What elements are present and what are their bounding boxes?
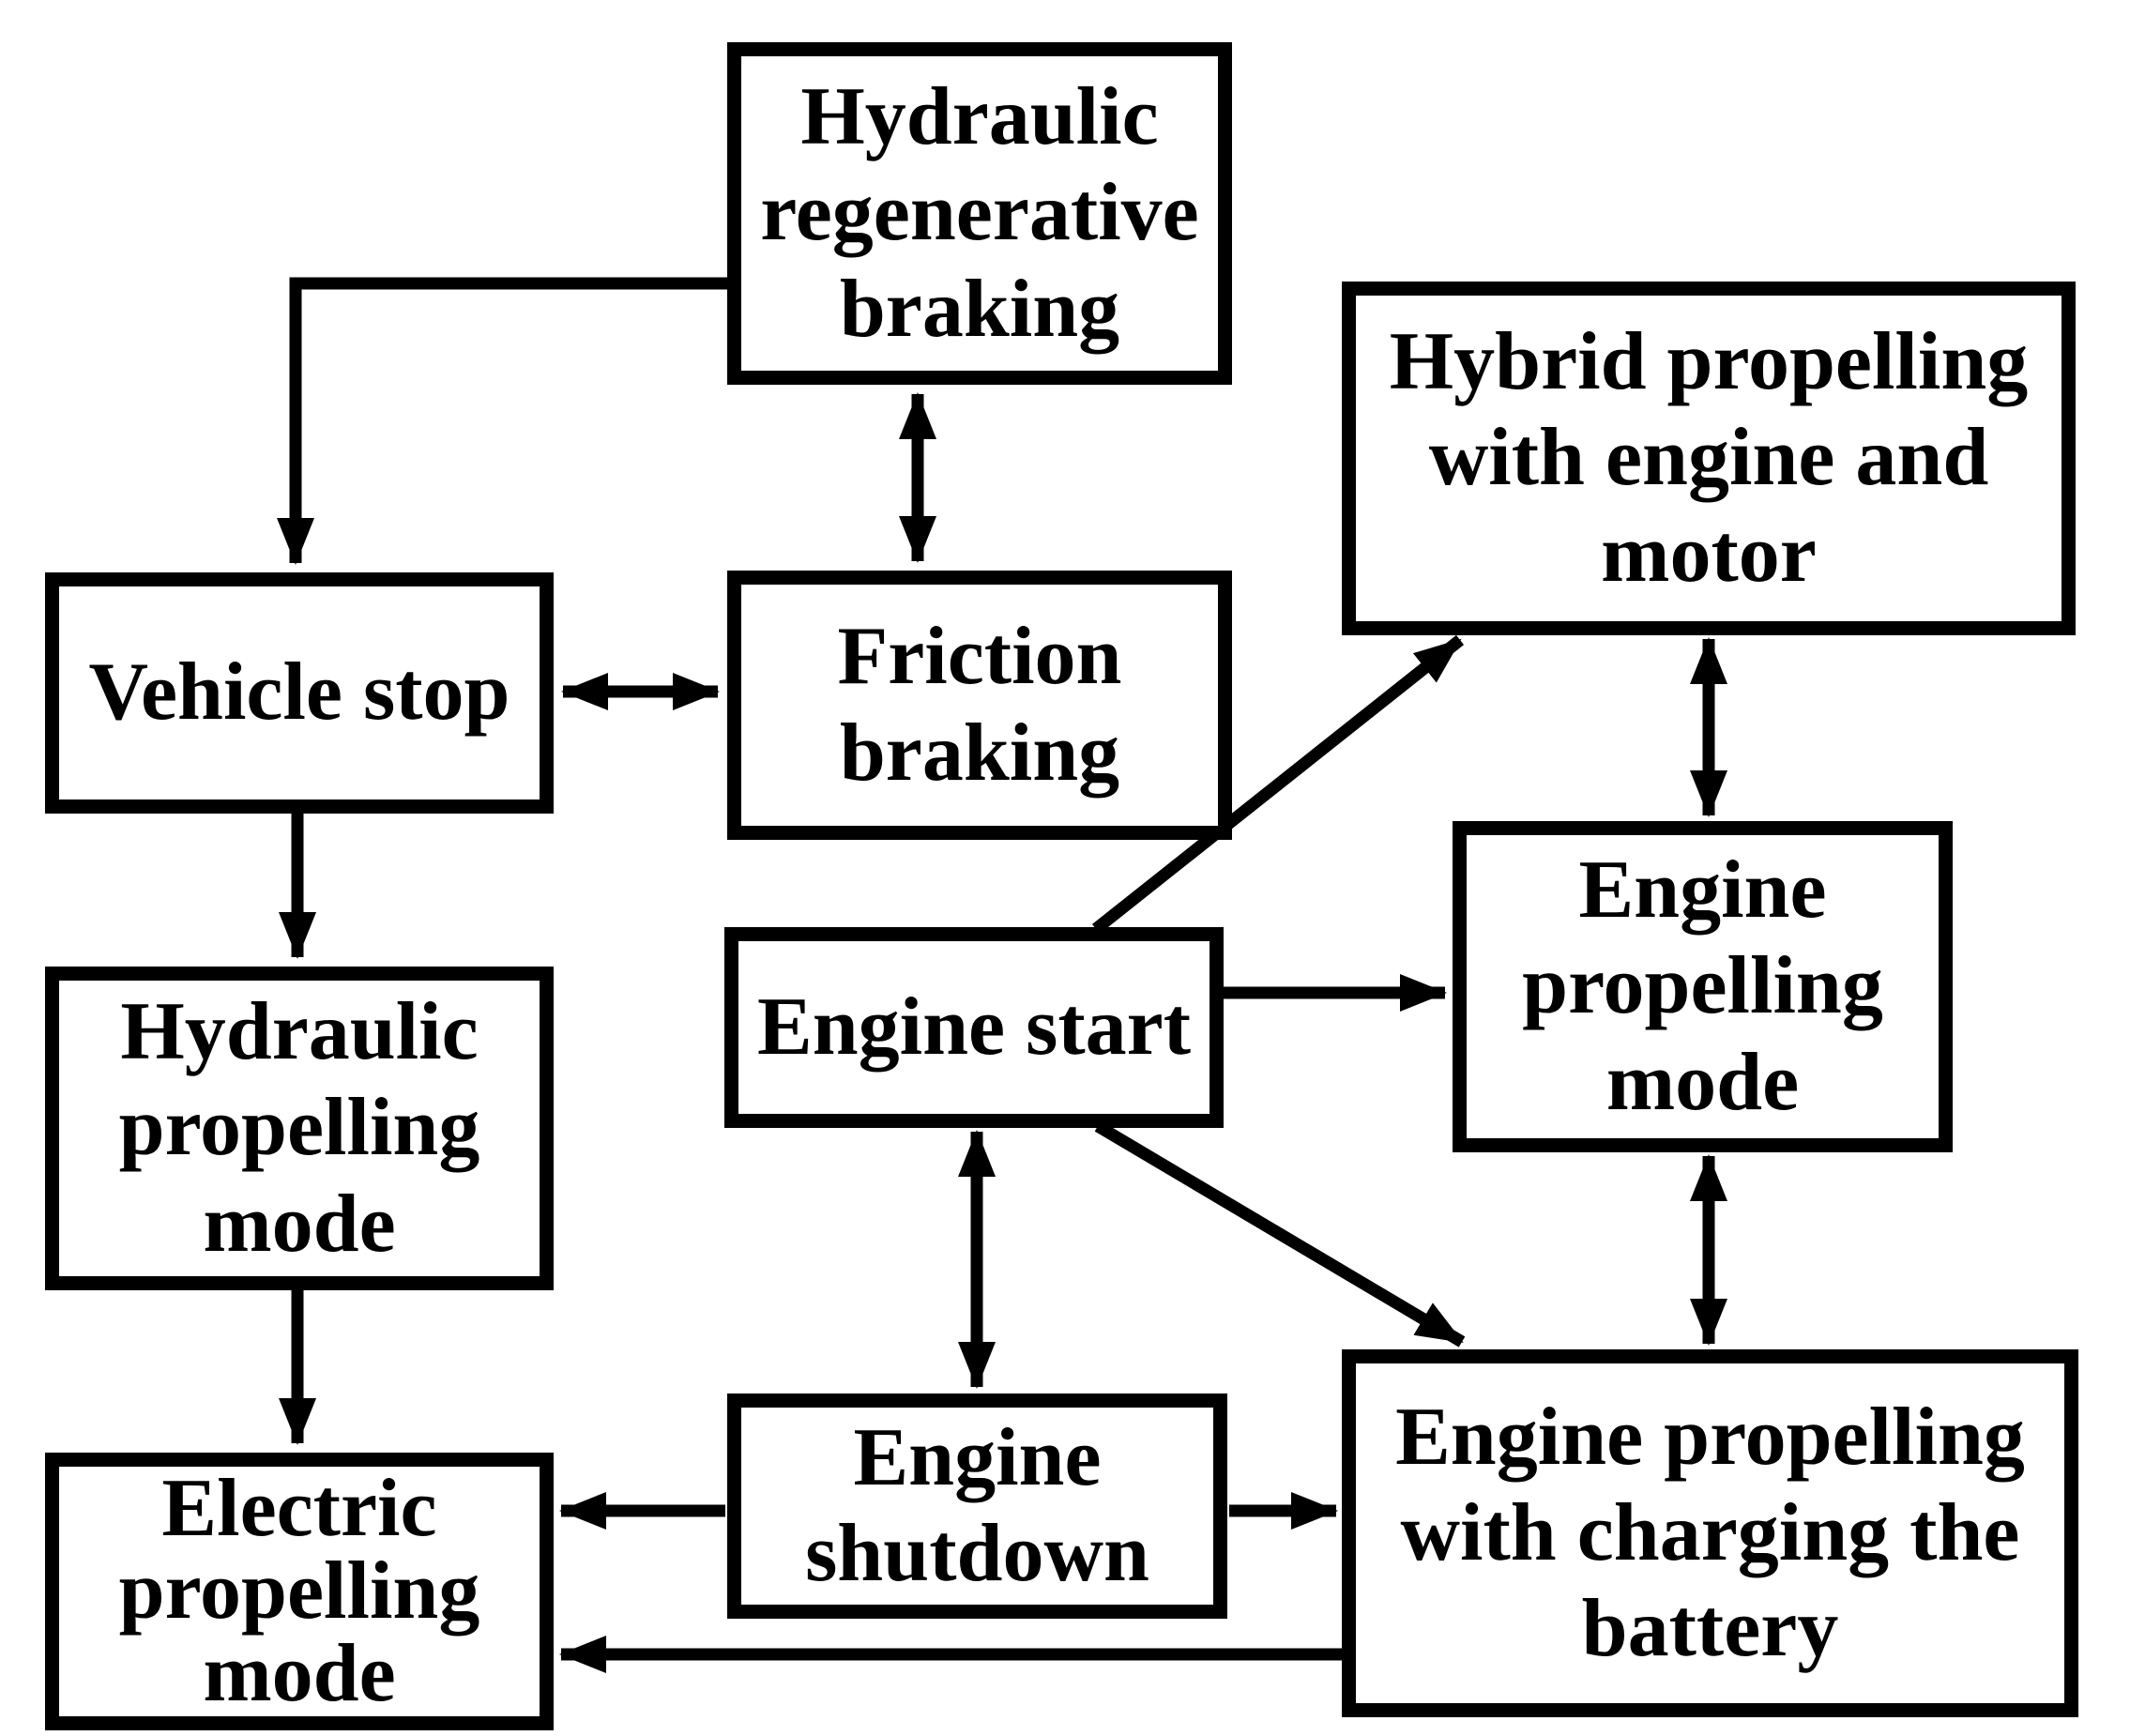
node-engine-propelling-mode: Engine propelling mode [1453,821,1953,1152]
node-engine-propelling-with-charging-battery: Engine propelling with charging the batt… [1342,1349,2078,1717]
node-hydraulic-propelling-mode: Hydraulic propelling mode [45,967,554,1290]
node-electric-propelling-mode: Electric propelling mode [45,1453,554,1730]
node-engine-start: Engine start [724,927,1224,1128]
edge-start-to-hybrid [1091,634,1465,935]
node-hybrid-propelling-with-engine-and-motor: Hybrid propelling with engine and motor [1342,282,2076,635]
edge-start-to-charging [1094,1120,1466,1348]
node-hydraulic-regenerative-braking: Hydraulic regenerative braking [727,42,1232,385]
node-vehicle-stop: Vehicle stop [45,572,554,814]
edge-regen-to-vehicle-stop [277,277,727,565]
node-friction-braking: Friction braking [727,571,1232,840]
node-engine-shutdown: Engine shutdown [727,1393,1227,1619]
